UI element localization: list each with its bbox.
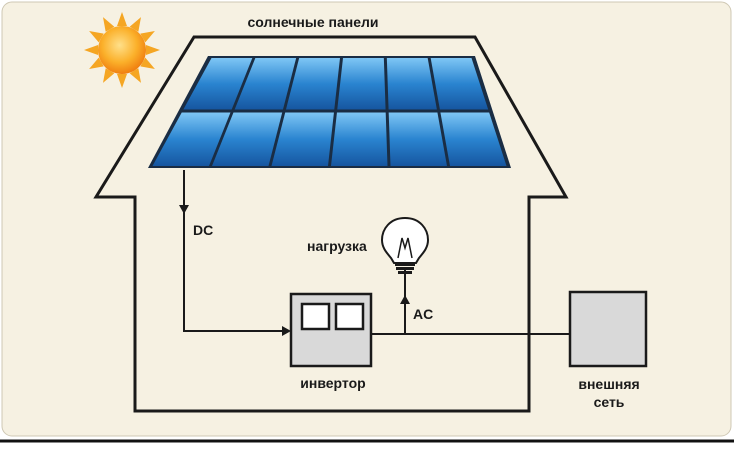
solar-cell xyxy=(430,58,489,110)
solar-cell xyxy=(337,58,386,110)
solar-cell xyxy=(152,112,231,166)
inverter-label: инвертор xyxy=(300,375,365,391)
light-bulb-icon xyxy=(380,216,430,274)
solar-cell xyxy=(285,58,340,110)
solar-cell xyxy=(440,112,507,166)
solar-panels-label: солнечные панели xyxy=(248,14,379,30)
solar-cell xyxy=(331,112,388,166)
inverter-box xyxy=(289,292,373,368)
grid-label-line1: внешняя xyxy=(578,376,639,392)
grid-label-line2: сеть xyxy=(594,394,625,410)
house-outline xyxy=(93,35,569,413)
solar-cell xyxy=(271,112,334,166)
inverter-display-left xyxy=(300,302,331,331)
solar-cell xyxy=(388,112,447,166)
inverter-arrow-icon xyxy=(282,326,291,336)
sun-icon xyxy=(84,12,160,88)
load-label: нагрузка xyxy=(307,238,367,254)
solar-cell xyxy=(183,58,253,110)
dc-wire xyxy=(183,170,288,332)
solar-cell xyxy=(234,58,297,110)
external-grid-box xyxy=(568,290,648,368)
ac-arrow-icon xyxy=(400,295,410,304)
solar-cell xyxy=(386,58,437,110)
dc-arrow-icon xyxy=(179,205,189,214)
dc-label: DC xyxy=(193,222,213,238)
inverter-display-right xyxy=(334,302,365,331)
solar-panel-array xyxy=(148,56,511,168)
ac-label: AC xyxy=(413,306,433,322)
solar-cell xyxy=(212,112,283,166)
